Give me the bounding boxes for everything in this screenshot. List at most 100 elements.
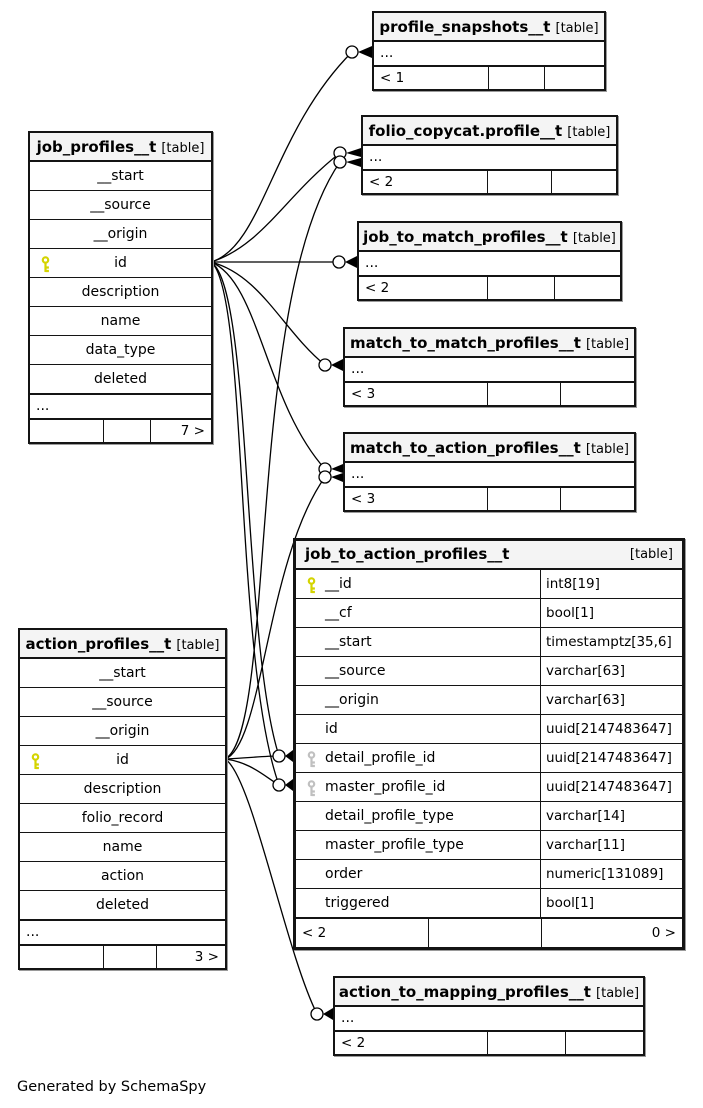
pager-cell [488, 67, 544, 89]
table-header-match-to-action-profiles[interactable]: match_to_action_profiles__t [table] [345, 434, 634, 463]
column-row-source: __source varchar[63] [296, 656, 682, 685]
crowfoot-arrow [358, 46, 372, 58]
column-row-order: order numeric[131089] [296, 859, 682, 888]
column-row-master-profile-type: master_profile_type varchar[11] [296, 830, 682, 859]
type-cell: bool[1] [546, 895, 594, 911]
table-node-job-to-action-profiles[interactable]: job_to_action_profiles__t[table] __id in… [293, 538, 685, 950]
column-row-id: id [20, 745, 225, 774]
crowfoot-arrow [346, 148, 361, 157]
table-header-job-profiles[interactable]: job_profiles__t [table] [30, 133, 211, 162]
column-row-start: __start timestamptz[35,6] [296, 627, 682, 656]
foreign-key-icon [306, 779, 317, 797]
rel-job-to-profile-snapshots [210, 51, 353, 263]
pager-count-out: 3 > [156, 946, 225, 968]
table-node-folio-copycat-profile[interactable]: folio_copycat.profile__t [table] ... < 2 [361, 115, 618, 195]
table-header-match-to-match-profiles[interactable]: match_to_match_profiles__t [table] [345, 329, 634, 358]
pager-count-out: 0 > [541, 919, 682, 947]
pager-count-in: < 3 [351, 491, 376, 507]
crowfoot-arrow [285, 779, 293, 791]
table-header-action-to-mapping-profiles[interactable]: action_to_mapping_profiles__t [table] [335, 978, 643, 1007]
column-row-folio-record: folio_record [20, 803, 225, 832]
column-row-data-type: data_type [30, 335, 211, 364]
table-node-action-to-mapping-profiles[interactable]: action_to_mapping_profiles__t [table] ..… [333, 976, 645, 1056]
pager-count-in: < 1 [380, 70, 405, 86]
column-row-origin: __origin [20, 716, 225, 745]
pager-row: < 2 [363, 169, 616, 193]
type-cell: varchar[63] [546, 692, 626, 708]
table-node-action-profiles[interactable]: action_profiles__t [table] __start __sou… [18, 628, 227, 970]
zero-circle [333, 155, 347, 169]
column-row-deleted: deleted [20, 890, 225, 919]
table-node-profile-snapshots[interactable]: profile_snapshots__t [table] ... < 1 [372, 11, 606, 91]
column-row-master-profile-id: master_profile_id uuid[2147483647] [296, 772, 682, 801]
pager-cell [565, 1032, 643, 1054]
table-name: profile_snapshots__t [379, 18, 551, 36]
zero-circle [345, 45, 359, 59]
pager-row: < 3 [345, 486, 634, 510]
zero-circle [272, 778, 286, 792]
pager-cell [103, 420, 150, 442]
type-cell: timestamptz[35,6] [546, 634, 672, 650]
table-header-folio-copycat-profile[interactable]: folio_copycat.profile__t [table] [363, 117, 616, 146]
table-tag: [table] [161, 141, 205, 156]
pager-count-in: < 2 [341, 1035, 366, 1051]
pager-count-in: < 2 [302, 925, 327, 941]
pager-count-in: < 2 [369, 174, 394, 190]
ellipsis-row: ... [380, 45, 394, 61]
ellipsis-row: ... [20, 919, 225, 944]
table-node-match-to-action-profiles[interactable]: match_to_action_profiles__t [table] ... … [343, 432, 636, 512]
type-cell: varchar[14] [546, 808, 626, 824]
pager-cell [30, 420, 103, 442]
column-row-deleted: deleted [30, 364, 211, 393]
column-row-cf: __cf bool[1] [296, 598, 682, 627]
column-row-detail-profile-type: detail_profile_type varchar[14] [296, 801, 682, 830]
type-cell: uuid[2147483647] [546, 750, 672, 766]
ellipsis-row: ... [351, 466, 365, 482]
crowfoot-arrow [331, 464, 343, 473]
rel-action-to-match-to-action [224, 476, 326, 760]
zero-circle [272, 749, 286, 763]
rel-job-to-master-profile-id [210, 261, 280, 786]
type-cell: numeric[131089] [546, 866, 664, 882]
pager-cell [487, 1032, 565, 1054]
type-cell: int8[19] [546, 576, 600, 592]
table-tag: [table] [567, 125, 611, 140]
column-row-source: __source [20, 687, 225, 716]
column-row-id: id uuid[2147483647] [296, 714, 682, 743]
table-node-job-profiles[interactable]: job_profiles__t [table] __start __source… [28, 131, 213, 444]
table-node-job-to-match-profiles[interactable]: job_to_match_profiles__t [table] ... < 2 [357, 221, 622, 301]
primary-key-icon [40, 255, 51, 273]
pager-cell [487, 277, 554, 299]
column-row-description: description [30, 277, 211, 306]
ellipsis-row: ... [30, 393, 211, 418]
crowfoot-arrow [323, 1008, 333, 1020]
pager-row: < 2 [335, 1030, 643, 1054]
table-name: match_to_action_profiles__t [350, 439, 581, 457]
pager-cell [487, 171, 551, 193]
table-header-job-to-match-profiles[interactable]: job_to_match_profiles__t [table] [359, 223, 620, 252]
table-name: job_profiles__t [36, 138, 157, 156]
table-header-job-to-action-profiles[interactable]: job_to_action_profiles__t[table] [296, 541, 682, 570]
crowfoot-arrow [345, 256, 357, 268]
type-cell: varchar[63] [546, 663, 626, 679]
pager-count-in: < 2 [365, 280, 390, 296]
ellipsis-row: ... [351, 361, 365, 377]
pager-cell [20, 946, 103, 968]
pager-row: 7 > [30, 418, 211, 442]
crowfoot-arrow [331, 359, 343, 371]
table-node-match-to-match-profiles[interactable]: match_to_match_profiles__t [table] ... <… [343, 327, 636, 407]
pager-cell [487, 488, 560, 510]
pager-row: < 1 [374, 65, 604, 89]
table-name: action_to_mapping_profiles__t [338, 983, 591, 1001]
ellipsis-row: ... [341, 1010, 355, 1026]
table-header-action-profiles[interactable]: action_profiles__t [table] [20, 630, 225, 659]
crowfoot-arrow [346, 158, 361, 167]
table-name: job_to_match_profiles__t [363, 228, 568, 246]
crowfoot-arrow [331, 473, 343, 482]
rel-job-to-match-to-action [210, 261, 326, 470]
type-cell: bool[1] [546, 605, 594, 621]
table-header-profile-snapshots[interactable]: profile_snapshots__t [table] [374, 13, 604, 42]
column-row-description: description [20, 774, 225, 803]
zero-circle [310, 1007, 324, 1021]
rel-action-to-master-profile-id [224, 758, 280, 786]
